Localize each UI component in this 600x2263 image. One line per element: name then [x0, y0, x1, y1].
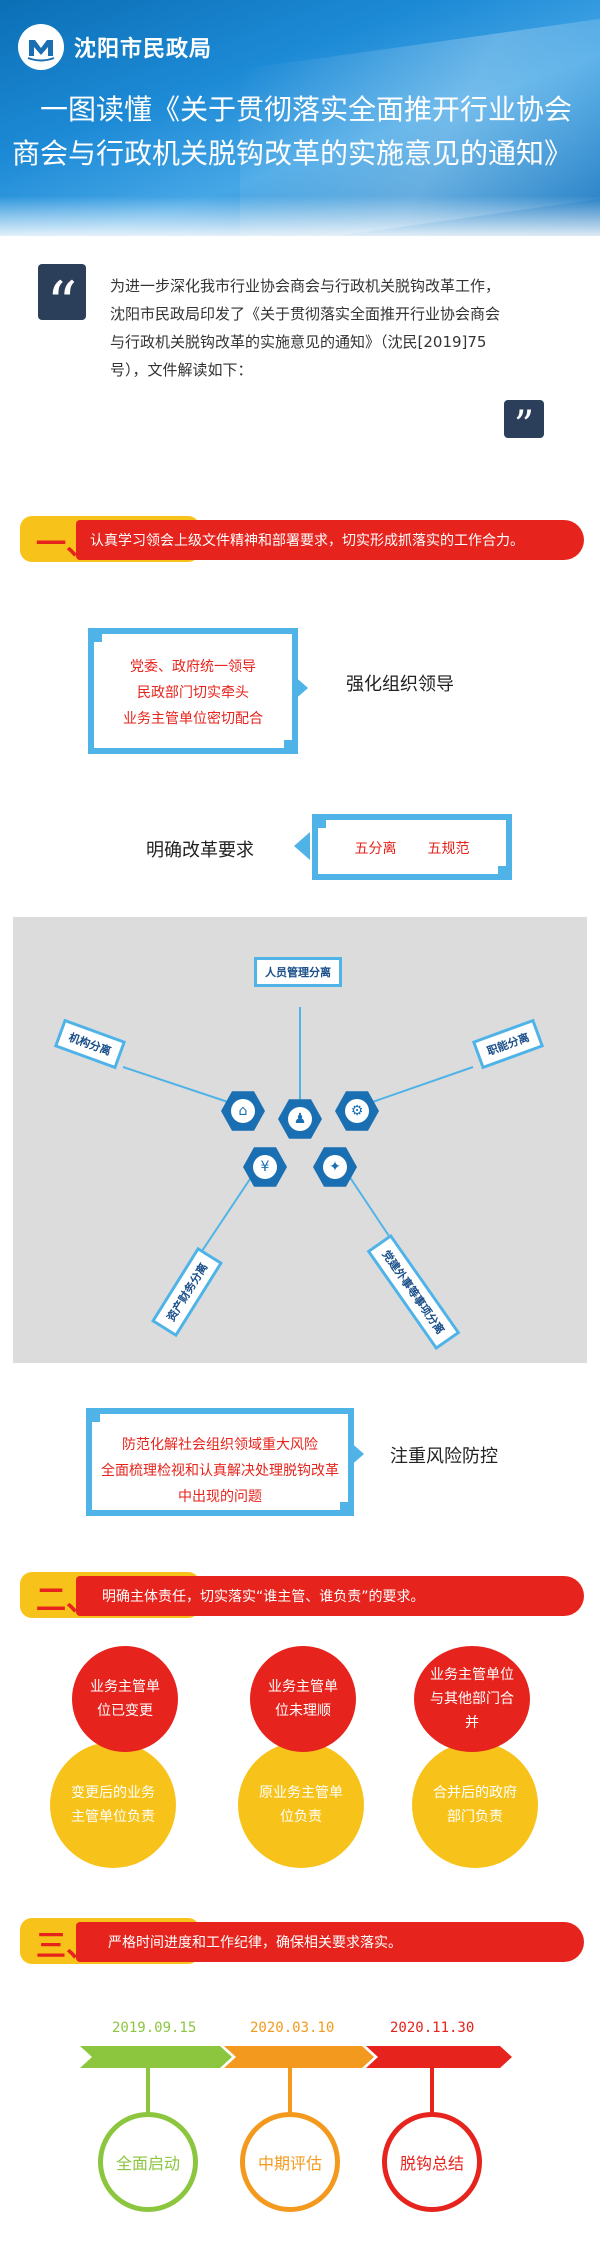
five-separations-diagram: 人员管理分离 机构分离 职能分离 资产财务分离 党建外事等事项分离 ⌂ ♟ ⚙ …: [13, 917, 587, 1363]
box-pointer-left: [294, 832, 310, 860]
timeline-arrow-bar: [80, 2046, 512, 2068]
responsibility-circle-2-bottom: 原业务主管单位负责: [238, 1742, 364, 1868]
org-logo: 沈阳市民政局: [18, 24, 212, 70]
timeline-date-2: 2020.03.10: [250, 2020, 335, 2036]
box-pointer-right: [348, 1440, 364, 1468]
tag-personnel-separation: 人员管理分离: [254, 957, 342, 987]
section3-number: 三、: [36, 1929, 96, 1964]
page-title-line2: 商会与行政机关脱钩改革的实施意见的通知》: [12, 137, 573, 170]
personnel-hex-icon: ♟: [278, 1099, 322, 1139]
timeline-node-summary: 脱钩总结: [382, 2112, 482, 2212]
timeline-stem-3: [430, 2068, 434, 2116]
page-title-line1: 一图读懂《关于贯彻落实全面推开行业协会: [40, 93, 573, 126]
responsibility-circle-1-top: 业务主管单位已变更: [72, 1646, 178, 1752]
timeline-stem-1: [146, 2068, 150, 2116]
responsibility-circle-3-top: 业务主管单位与其他部门合并: [414, 1646, 530, 1752]
timeline-node-launch: 全面启动: [98, 2112, 198, 2212]
box2-items: 五分离 五规范: [354, 841, 470, 857]
timeline-stem-2: [288, 2068, 292, 2116]
close-quote-icon: ”: [504, 400, 544, 449]
section3-banner: 三、 严格时间进度和工作纪律，确保相关要求落实。: [20, 1918, 584, 1964]
box2-label: 明确改革要求: [146, 840, 254, 861]
box-pointer-right: [292, 674, 308, 702]
function-hex-icon: ⚙: [335, 1091, 379, 1131]
section1-heading: 认真学习领会上级文件精神和部署要求，切实形成抓落实的工作合力。: [90, 533, 524, 549]
party-hex-icon: ✦: [313, 1147, 357, 1187]
timeline-date-1: 2019.09.15: [112, 2020, 197, 2036]
section1-banner: 一、 认真学习领会上级文件精神和部署要求，切实形成抓落实的工作合力。: [20, 516, 584, 562]
open-quote-icon: “: [38, 264, 86, 339]
section3-heading: 严格时间进度和工作纪律，确保相关要求落实。: [108, 1935, 402, 1951]
box3-label: 注重风险防控: [390, 1446, 498, 1467]
institution-hex-icon: ⌂: [221, 1091, 265, 1131]
org-name: 沈阳市民政局: [74, 37, 213, 62]
box1-label: 强化组织领导: [346, 674, 454, 695]
responsibility-circle-3-bottom: 合并后的政府部门负责: [412, 1742, 538, 1868]
risk-prevention-box: 防范化解社会组织领域重大风险 全面梳理检视和认真解决处理脱钩改革中出现的问题: [86, 1408, 364, 1516]
civil-affairs-logo-icon: [18, 24, 64, 70]
org-leadership-box: 党委、政府统一领导 民政部门切实牵头 业务主管单位密切配合: [88, 628, 308, 754]
asset-hex-icon: ¥: [243, 1147, 287, 1187]
section2-banner: 二、 明确主体责任，切实落实“谁主管、谁负责”的要求。: [20, 1572, 584, 1618]
box1-lines: 党委、政府统一领导 民政部门切实牵头 业务主管单位密切配合: [123, 659, 263, 727]
section1-number: 一、: [36, 527, 96, 562]
section2-number: 二、: [36, 1583, 96, 1618]
timeline-node-midterm: 中期评估: [240, 2112, 340, 2212]
responsibility-circle-2-top: 业务主管单位未理顺: [250, 1646, 356, 1752]
responsibility-circle-1-bottom: 变更后的业务主管单位负责: [50, 1742, 176, 1868]
page-header: 沈阳市民政局 一图读懂《关于贯彻落实全面推开行业协会 商会与行政机关脱钩改革的实…: [0, 0, 600, 236]
box3-lines: 防范化解社会组织领域重大风险 全面梳理检视和认真解决处理脱钩改革中出现的问题: [101, 1437, 339, 1505]
reform-requirements-box: 五分离 五规范: [294, 814, 512, 880]
intro-paragraph: 为进一步深化我市行业协会商会与行政机关脱钩改革工作，沈阳市民政局印发了《关于贯彻…: [110, 277, 501, 379]
timeline-date-3: 2020.11.30: [390, 2020, 475, 2036]
section2-heading: 明确主体责任，切实落实“谁主管、谁负责”的要求。: [102, 1589, 425, 1605]
